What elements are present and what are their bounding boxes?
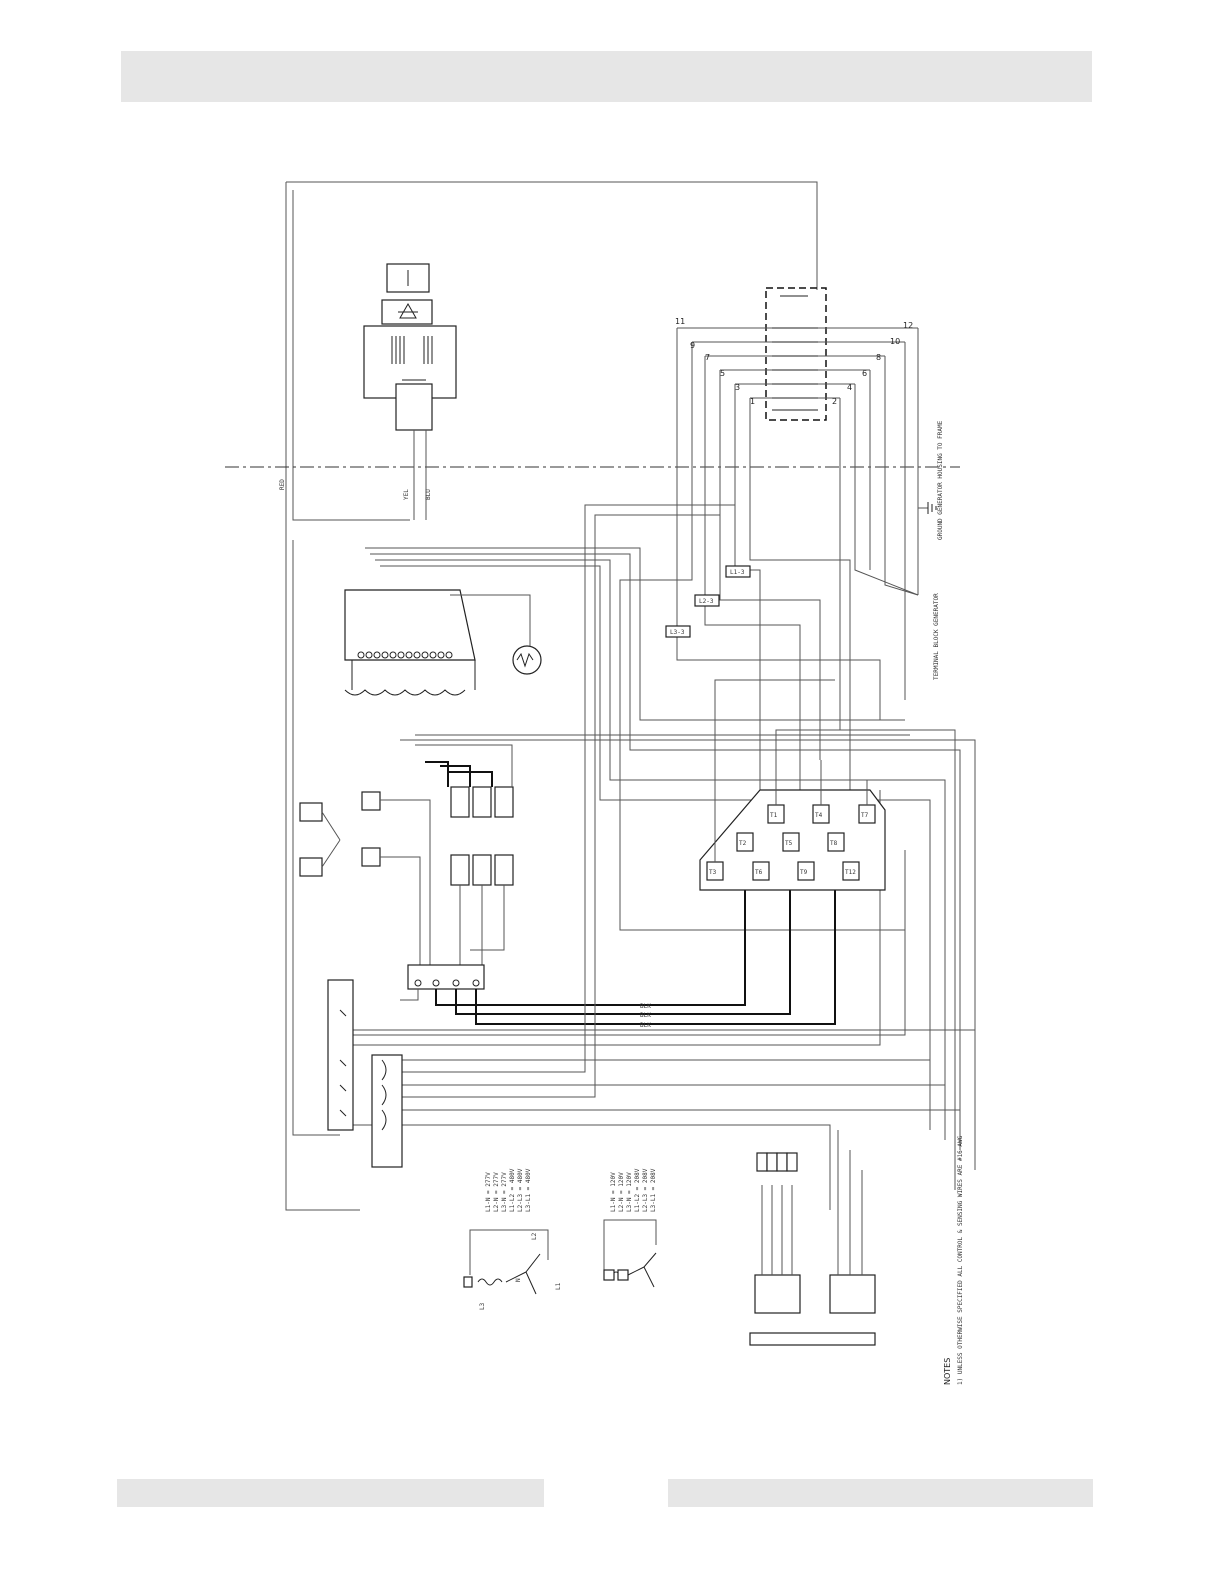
svg-text:T1: T1 xyxy=(770,812,778,819)
svg-text:T5: T5 xyxy=(785,840,793,847)
voltage-table-high: L1-N = 277V L2-N = 277V L3-N = 277V L1-L… xyxy=(485,1168,532,1212)
svg-text:5: 5 xyxy=(720,369,725,378)
svg-text:L3-N = 277V: L3-N = 277V xyxy=(501,1172,508,1212)
left-inner-wire xyxy=(292,190,410,521)
terminal-block-note: TERMINAL BLOCK GENERATOR xyxy=(933,593,940,680)
svg-text:1: 1 xyxy=(750,397,755,406)
phase-labels: L1 L2 L3 N xyxy=(479,1232,562,1310)
svg-text:L1-N = 120V: L1-N = 120V xyxy=(610,1172,617,1212)
voltage-table-low: L1-N = 120V L2-N = 120V L3-N = 120V L1-L… xyxy=(610,1168,657,1212)
svg-text:8: 8 xyxy=(876,353,881,362)
left-return-wire xyxy=(285,182,360,1211)
svg-text:L2-L3 = 208V: L2-L3 = 208V xyxy=(642,1168,649,1212)
header-band xyxy=(121,51,1092,102)
svg-text:T12: T12 xyxy=(845,869,856,876)
sensor-coil xyxy=(450,594,542,675)
control-connector xyxy=(754,1152,801,1314)
stator-winding-box xyxy=(765,287,827,421)
voltage-regulator xyxy=(344,589,476,696)
svg-text:L2: L2 xyxy=(531,1232,538,1240)
output-connector xyxy=(829,1130,876,1314)
svg-text:T9: T9 xyxy=(800,869,808,876)
ground-symbol xyxy=(917,470,937,514)
notes-text: 1) UNLESS OTHERWISE SPECIFIED ALL CONTRO… xyxy=(957,1135,964,1385)
stator-coils xyxy=(772,295,818,411)
svg-text:L1-N = 277V: L1-N = 277V xyxy=(485,1172,492,1212)
terminal-studs xyxy=(706,804,876,881)
svg-text:L1-3: L1-3 xyxy=(730,569,745,576)
svg-text:T4: T4 xyxy=(815,812,823,819)
svg-text:7: 7 xyxy=(705,353,710,362)
winding-leads xyxy=(619,327,919,931)
svg-text:L3: L3 xyxy=(479,1302,486,1310)
relay-block xyxy=(299,744,514,965)
rotor-assembly xyxy=(363,263,457,520)
left-ctrl-wire xyxy=(292,540,340,1136)
svg-text:4: 4 xyxy=(847,383,852,392)
wire-label-phase-a: BLK xyxy=(640,1003,651,1010)
svg-text:L3-N = 120V: L3-N = 120V xyxy=(626,1172,633,1212)
wire-label-red: RED xyxy=(279,479,286,490)
tagged-labels: L1-3 L2-3 L3-3 xyxy=(665,565,751,638)
wye-diagram-high xyxy=(463,1229,549,1295)
svg-text:10: 10 xyxy=(890,337,900,346)
svg-text:L1-L2 = 480V: L1-L2 = 480V xyxy=(509,1168,516,1212)
svg-text:T7: T7 xyxy=(861,812,869,819)
footer-band-right xyxy=(668,1479,1093,1507)
footer-band-left xyxy=(117,1479,544,1507)
bus-wires xyxy=(365,547,976,1170)
svg-text:L3-3: L3-3 xyxy=(670,629,685,636)
svg-text:2: 2 xyxy=(832,397,837,406)
svg-text:9: 9 xyxy=(690,341,695,350)
wire-label-phase-b: BLK xyxy=(640,1012,651,1019)
terminal-strip xyxy=(407,964,485,990)
coil-number-labels: 11 9 7 5 3 1 12 10 8 6 4 2 xyxy=(675,317,913,406)
svg-text:11: 11 xyxy=(675,317,685,326)
wye-diagram-low xyxy=(603,1219,657,1288)
wire-label-blu: BLU xyxy=(425,489,432,500)
svg-text:T6: T6 xyxy=(755,869,763,876)
terminal-plate-wires xyxy=(714,679,956,1190)
switch-blocks xyxy=(327,979,403,1168)
svg-text:L1-L2 = 208V: L1-L2 = 208V xyxy=(634,1168,641,1212)
svg-text:L3-L1 = 480V: L3-L1 = 480V xyxy=(525,1168,532,1212)
wire-label-phase-c: BLK xyxy=(640,1022,651,1029)
terminal-stud-labels: T1 T4 T7 T2 T5 T8 T3 T6 T9 T12 xyxy=(709,812,869,876)
notes-title: NOTES xyxy=(943,1358,952,1385)
ground-note: GROUND GENERATOR HOUSING TO FRAME xyxy=(937,420,944,540)
svg-text:L2-N = 120V: L2-N = 120V xyxy=(618,1172,625,1212)
svg-text:L3-L1 = 208V: L3-L1 = 208V xyxy=(650,1168,657,1212)
svg-text:12: 12 xyxy=(903,321,913,330)
exciter-loop-wire xyxy=(286,181,818,290)
svg-text:L1: L1 xyxy=(555,1282,562,1290)
svg-text:L2-N = 277V: L2-N = 277V xyxy=(493,1172,500,1212)
svg-text:N: N xyxy=(515,1278,522,1282)
phase-wires xyxy=(400,845,836,1025)
label-strip xyxy=(749,1332,876,1346)
svg-text:T3: T3 xyxy=(709,869,717,876)
wire-label-yel: YEL xyxy=(403,489,410,500)
svg-text:L2-L3 = 480V: L2-L3 = 480V xyxy=(517,1168,524,1212)
svg-text:L2-3: L2-3 xyxy=(699,598,714,605)
svg-text:T2: T2 xyxy=(739,840,747,847)
svg-text:6: 6 xyxy=(862,369,867,378)
svg-text:T8: T8 xyxy=(830,840,838,847)
svg-text:3: 3 xyxy=(735,383,740,392)
